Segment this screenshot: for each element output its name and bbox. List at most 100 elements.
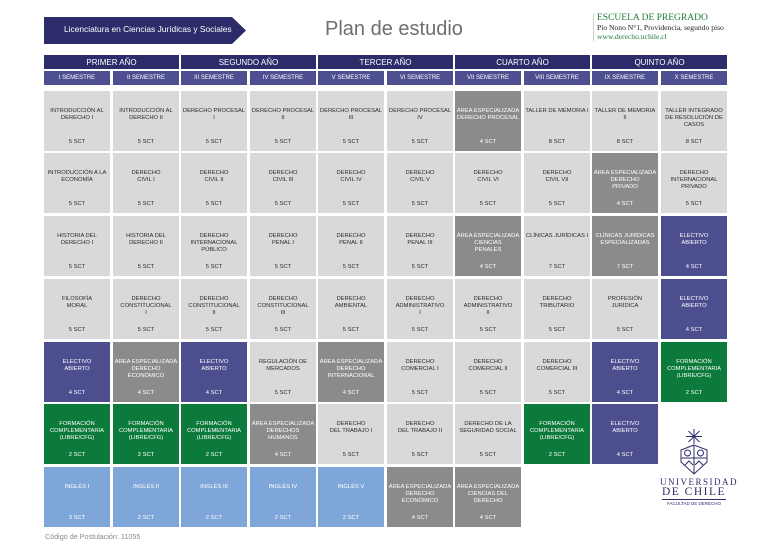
course-cell: FORMACIÓN COMPLEMENTARIA (LIBRE/CFG)2 SC… bbox=[181, 404, 247, 464]
course-name: DERECHO CONSTITUCIONAL II bbox=[188, 296, 240, 317]
course-name: DERECHO CIVIL IV bbox=[336, 170, 366, 184]
year-header-3: TERCER AÑO bbox=[318, 55, 453, 69]
course-name: ÁREA ESPECIALIZADA CIENCIAS DEL DERECHO bbox=[456, 484, 520, 505]
course-credits: 2 SCT bbox=[274, 515, 292, 521]
course-name: DERECHO CIVIL VI bbox=[473, 170, 503, 184]
course-cell: FORMACIÓN COMPLEMENTARIA (LIBRE/CFG)2 SC… bbox=[113, 404, 179, 464]
course-credits: 4 SCT bbox=[411, 515, 429, 521]
course-name: FORMACIÓN COMPLEMENTARIA (LIBRE/CFG) bbox=[529, 421, 584, 442]
school-name: ESCUELA DE PREGRADO bbox=[597, 13, 708, 23]
course-credits: 5 SCT bbox=[411, 452, 429, 458]
course-credits: 5 SCT bbox=[274, 264, 292, 270]
course-cell: DERECHO PROCESAL I 5 SCT bbox=[181, 91, 247, 151]
course-name: ELECTIVO ABIERTO bbox=[610, 421, 640, 435]
university-logo: UNIVERSIDAD DE CHILE FACULTAD DE DERECHO bbox=[660, 428, 738, 506]
course-credits: 5 SCT bbox=[274, 139, 292, 145]
course-credits: 4 SCT bbox=[616, 452, 634, 458]
course-cell: DERECHO COMERCIAL II 5 SCT bbox=[455, 342, 521, 402]
course-cell: FORMACIÓN COMPLEMENTARIA (LIBRE/CFG) 2 SC… bbox=[44, 404, 110, 464]
banner-shape bbox=[44, 17, 246, 44]
course-credits: 5 SCT bbox=[685, 201, 703, 207]
semester-header-4: IV SEMESTRE bbox=[250, 71, 316, 85]
course-credits: 5 SCT bbox=[274, 390, 292, 396]
year-header-5: QUINTO AÑO bbox=[592, 55, 727, 69]
semester-header-2: II SEMESTRE bbox=[113, 71, 179, 85]
course-credits: 5 SCT bbox=[479, 390, 497, 396]
course-name: DERECHO ADMINISTRATIVO II bbox=[463, 296, 513, 317]
course-cell: ÁREA ESPECIALIZADA DERECHO ECONÓMICO 4 SC… bbox=[387, 467, 453, 527]
year-header-2: SEGUNDO AÑO bbox=[181, 55, 316, 69]
course-name: DERECHO PENAL III bbox=[405, 233, 435, 247]
logo-university: UNIVERSIDAD bbox=[660, 477, 738, 487]
course-name: DERECHO CIVIL VII bbox=[542, 170, 572, 184]
course-name: FILOSOFÍA MORAL bbox=[61, 296, 93, 310]
course-credits: 5 SCT bbox=[411, 390, 429, 396]
course-credits: 5 SCT bbox=[342, 201, 360, 207]
course-credits: 5 SCT bbox=[342, 452, 360, 458]
course-credits: 5 SCT bbox=[205, 264, 223, 270]
course-name: DERECHO PROCESAL IV bbox=[388, 108, 452, 122]
course-name: DERECHO COMERCIAL II bbox=[468, 359, 508, 373]
course-credits: 5 SCT bbox=[137, 327, 155, 333]
course-credits: 2 SCT bbox=[68, 452, 86, 458]
program-name: Licenciatura en Ciencias Jurídicas y Soc… bbox=[64, 24, 232, 34]
semester-header-3: III SEMESTRE bbox=[181, 71, 247, 85]
course-credits: 5 SCT bbox=[205, 201, 223, 207]
course-credits: 8 SCT bbox=[685, 139, 703, 145]
course-name: DERECHO COMERCIAL III bbox=[536, 359, 578, 373]
course-name: CLÍNICAS JURÍDICAS ESPECIALIZADAS bbox=[595, 233, 655, 247]
course-name: DERECHO INTERNACIONAL PÚBLICO bbox=[190, 233, 238, 254]
course-credits: 5 SCT bbox=[205, 139, 223, 145]
course-credits: 7 SCT bbox=[616, 264, 634, 270]
course-name: DERECHO AMBIENTAL bbox=[334, 296, 368, 310]
course-name: ELECTIVO ABIERTO bbox=[679, 296, 709, 310]
course-credits: 4 SCT bbox=[68, 390, 86, 396]
course-name: DERECHO PROCESAL I bbox=[182, 108, 246, 122]
school-website-link[interactable]: www.derecho.uchile.cl bbox=[597, 32, 667, 41]
course-name: INGLÉS II bbox=[132, 484, 160, 490]
course-name: DERECHO DEL TRABAJO II bbox=[397, 421, 443, 435]
course-name: INTRODUCCIÓN AL DERECHO II bbox=[119, 108, 173, 122]
course-cell: ELECTIVO ABIERTO 4 SCT bbox=[592, 404, 658, 464]
course-name: REGULACIÓN DE MERCADOS bbox=[259, 359, 307, 373]
course-name: HISTORIA DEL DERECHO I bbox=[57, 233, 97, 247]
course-name: FORMACIÓN COMPLEMENTARIA (LIBRE/CFG) bbox=[49, 421, 104, 442]
course-credits: 2 SCT bbox=[205, 452, 223, 458]
semester-header-7: VII SEMESTRE bbox=[455, 71, 521, 85]
course-credits: 5 SCT bbox=[411, 264, 429, 270]
school-address: Pío Nono N°1, Providencia, segundo piso bbox=[597, 23, 724, 32]
course-cell: REGULACIÓN DE MERCADOS 5 SCT bbox=[250, 342, 316, 402]
semester-header-1: I SEMESTRE bbox=[44, 71, 110, 85]
semester-header-9: IX SEMESTRE bbox=[592, 71, 658, 85]
course-credits: 2 SCT bbox=[548, 452, 566, 458]
logo-country: DE CHILE bbox=[661, 486, 727, 498]
course-name: TALLER DE MEMORIA II bbox=[594, 108, 656, 122]
course-name: DERECHO TRIBUTARIO bbox=[539, 296, 575, 310]
course-name: INGLÉS I bbox=[64, 484, 90, 490]
course-name: ÁREA ESPECIALIZADA DERECHO ECONÓMICO bbox=[114, 359, 178, 380]
year-header-4: CUARTO AÑO bbox=[455, 55, 590, 69]
course-name: ÁREA ESPECIALIZADA DERECHO ECONÓMICO bbox=[388, 484, 452, 505]
course-credits: 5 SCT bbox=[68, 201, 86, 207]
